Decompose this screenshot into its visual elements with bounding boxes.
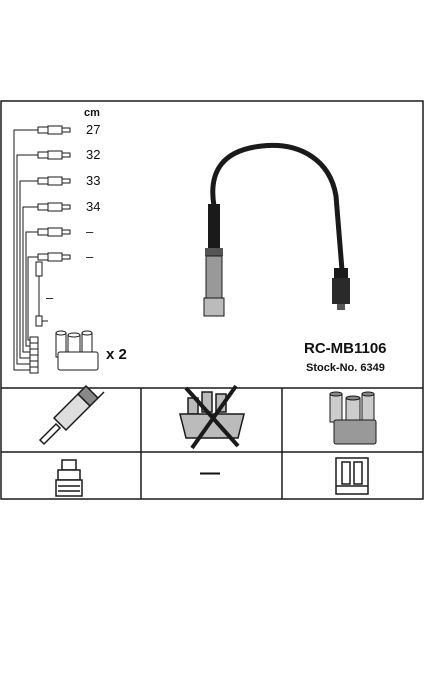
ignition-lead-illustration [203,142,350,317]
component-illustrations [13,125,377,497]
grid-lines [0,100,424,500]
length-value-4: 34 [86,199,101,214]
connector-34 [37,202,71,212]
ignition-coil-cell-dash: — [200,462,220,484]
schematic-drawing [0,100,424,500]
length-unit-label: cm [84,107,100,119]
wire-connectors [29,125,71,374]
coil-pack-icon-small [55,330,99,371]
spark-plug-icon [38,384,105,446]
length-value-1: 27 [86,122,101,137]
coil-connector-icon [335,457,369,495]
connector-coil-lead [35,261,48,327]
length-value-5: – [86,224,94,239]
product-reference: RC-MB1106 [304,340,387,357]
connector-33 [37,176,71,186]
distributor-cap-crossed-icon [179,384,245,450]
length-value-2: 32 [86,147,101,162]
length-value-7: – [46,290,54,305]
length-value-3: 33 [86,173,101,188]
product-sheet [0,100,424,500]
wire-set-diagram [13,129,38,371]
connector-5 [37,227,71,237]
outer-frame [0,100,424,500]
plug-boot-icon [55,459,83,497]
connector-32 [37,150,71,160]
connector-27 [37,125,71,135]
stock-number: Stock-No. 6349 [306,362,385,374]
length-value-6: – [86,249,94,264]
connector-6 [37,252,71,262]
quantity-label: x 2 [106,346,127,363]
ignition-coil-pack-icon [329,391,377,445]
